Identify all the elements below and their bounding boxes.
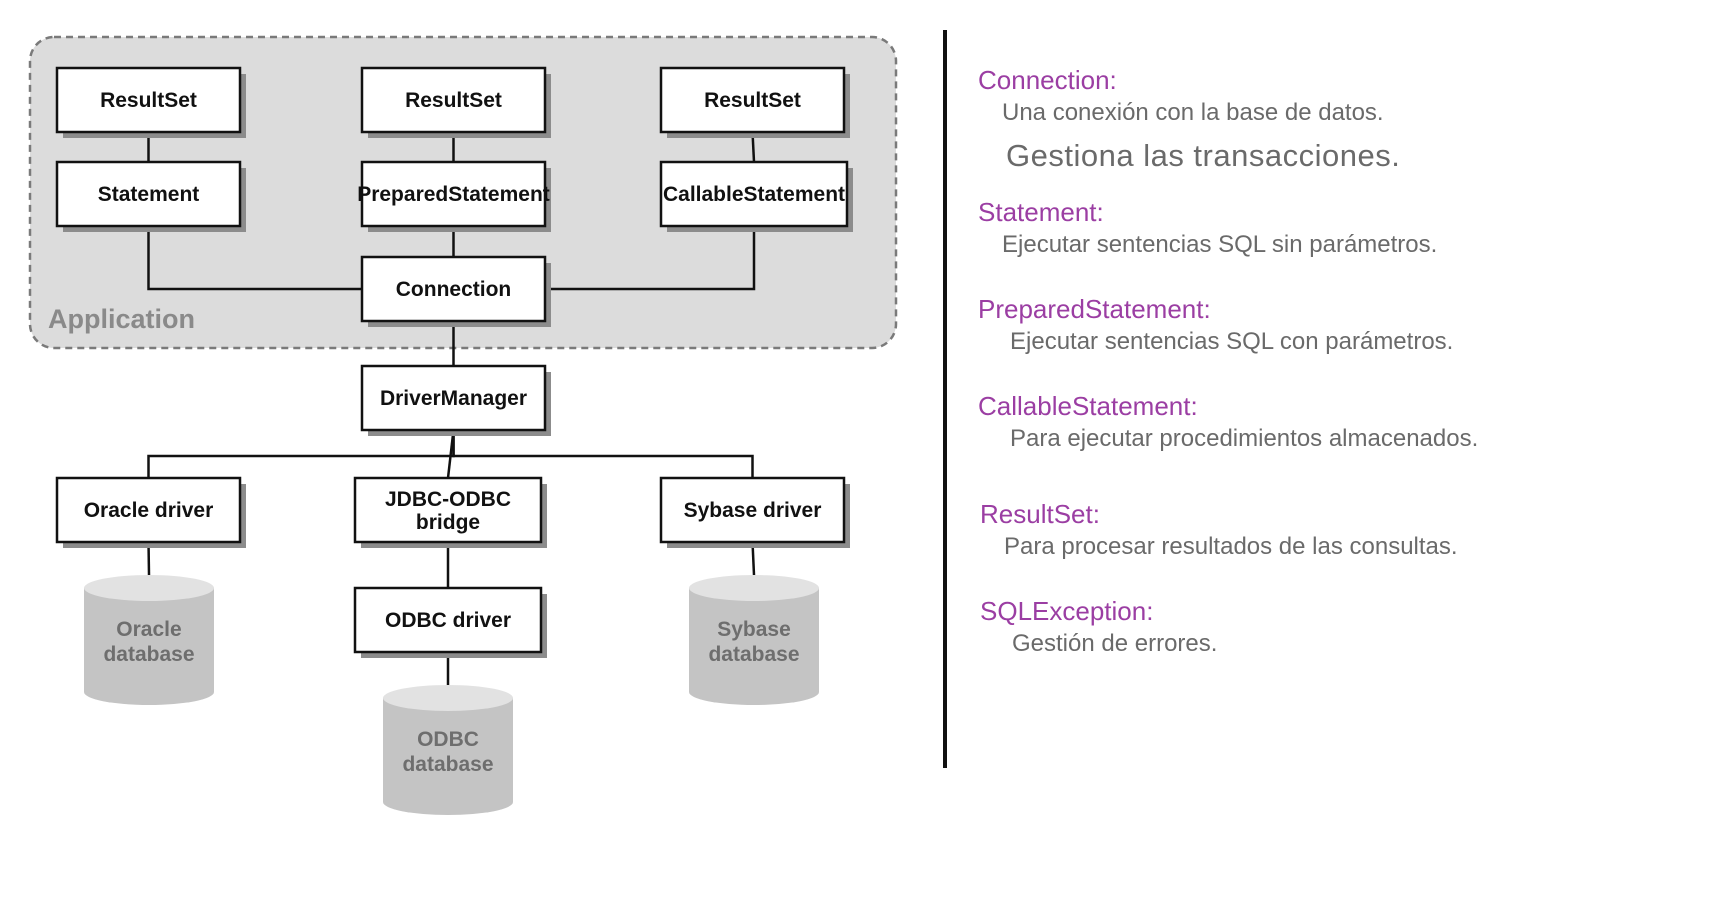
node-box — [360, 66, 547, 134]
node-box — [55, 476, 242, 544]
legend-term-statement: Statement: — [978, 197, 1104, 227]
node-box — [360, 160, 547, 228]
node-box — [360, 255, 547, 323]
legend-term-preparedstatement: PreparedStatement: — [978, 294, 1211, 324]
node-box — [659, 160, 849, 228]
edge-dm-to-sybase — [452, 430, 754, 478]
database-label-line: ODBC — [417, 728, 479, 751]
node-label-line: ResultSet — [405, 89, 502, 112]
node-label-line: Oracle driver — [84, 499, 214, 522]
node-rs2: ResultSet — [360, 66, 551, 138]
node-label-line: ResultSet — [100, 89, 197, 112]
edge-cstmt-to-conn — [545, 226, 756, 291]
node-label-line: bridge — [416, 511, 480, 534]
database-label-line: database — [103, 643, 194, 666]
node-label-line: Connection — [396, 278, 512, 301]
legend-term-connection: Connection: — [978, 65, 1117, 95]
database-label-line: Sybase — [717, 618, 791, 641]
legend-term-sqlexception: SQLException: — [980, 596, 1154, 626]
node-rs1: ResultSet — [55, 66, 246, 138]
database-cylinder-body — [84, 588, 214, 705]
node-label-line: DriverManager — [380, 387, 527, 410]
node-odbc: ODBC driver — [353, 586, 547, 658]
node-label-line: ResultSet — [704, 89, 801, 112]
application-label: Application — [48, 304, 195, 334]
node-box — [353, 476, 543, 544]
database-label-line: database — [708, 643, 799, 666]
edge-dm-to-oracle — [147, 430, 455, 478]
database-label-line: database — [402, 753, 493, 776]
legend-desc-statement: Ejecutar sentencias SQL sin parámetros. — [1002, 231, 1438, 258]
legend-term-callablestatement: CallableStatement: — [978, 391, 1198, 421]
database-cylinder-body — [383, 698, 513, 815]
jdbc-architecture-diagram: Application ResultSet ResultSet ResultSetS… — [28, 35, 898, 815]
node-box — [360, 364, 547, 432]
node-box — [353, 586, 543, 654]
node-conn: Connection — [360, 255, 551, 327]
node-box — [55, 66, 242, 134]
node-stmt: Statement — [55, 160, 246, 232]
legend-desc-sqlexception: Gestión de errores. — [1012, 630, 1218, 657]
node-box — [659, 476, 846, 544]
legend-desc-connection: Una conexión con la base de datos. — [1002, 99, 1384, 126]
node-label-line: Statement — [98, 183, 200, 206]
legend-desc-callablestatement: Para ejecutar procedimientos almacenados… — [1010, 425, 1479, 452]
legend-desc-resultset: Para procesar resultados de las consulta… — [1004, 533, 1458, 560]
database-cylinder-body — [689, 588, 819, 705]
database-cylinder-top — [84, 575, 214, 601]
node-box — [55, 160, 242, 228]
legend-term-resultset: ResultSet: — [980, 499, 1100, 529]
node-label-line: ODBC driver — [385, 609, 511, 632]
node-label-line: JDBC-ODBC — [385, 488, 511, 511]
node-label-line: CallableStatement — [663, 183, 845, 206]
vertical-divider — [943, 30, 947, 768]
legend-extra-connection: Gestiona las transacciones. — [1006, 138, 1401, 173]
node-label-line: Sybase driver — [684, 499, 822, 522]
node-cstmt: CallableStatement — [659, 160, 853, 232]
database-cylinder-top — [383, 685, 513, 711]
node-sybase: Sybase driver — [659, 476, 850, 548]
legend-desc-preparedstatement: Ejecutar sentencias SQL con parámetros. — [1010, 328, 1454, 355]
node-label-line: PreparedStatement — [357, 183, 550, 206]
node-dm: DriverManager — [360, 364, 551, 436]
database-label-line: Oracle — [116, 618, 181, 641]
node-pstmt: PreparedStatement — [357, 160, 551, 232]
node-rs3: ResultSet — [659, 66, 850, 138]
edge-stmt-to-conn — [147, 226, 362, 291]
node-box — [659, 66, 846, 134]
node-oracle: Oracle driver — [55, 476, 246, 548]
database-cylinder-top — [689, 575, 819, 601]
